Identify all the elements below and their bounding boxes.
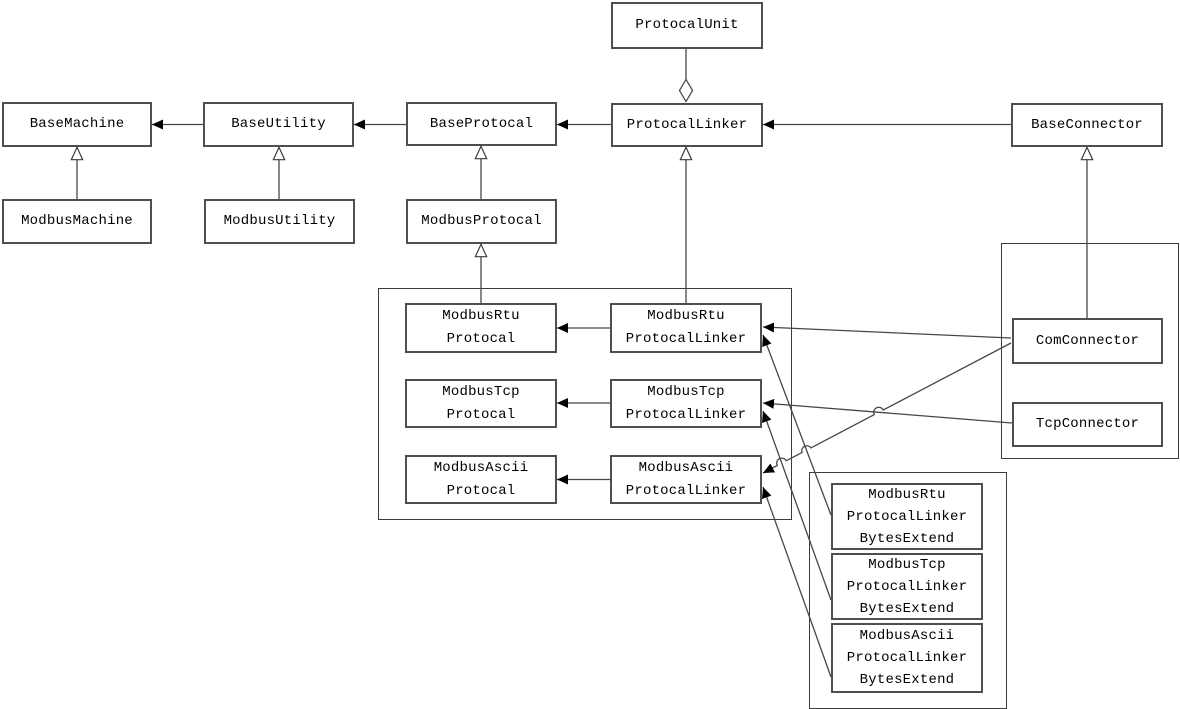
class-label-protocal-unit: ProtocalUnit <box>635 17 739 33</box>
class-box-modbus-utility: ModbusUtility <box>204 199 355 244</box>
class-label-modbus-utility: ModbusUtility <box>223 213 336 229</box>
class-label-modbus-rtu-protocal-linker-bytes-extend: ModbusRtu ProtocalLinker BytesExtend <box>846 486 968 547</box>
class-box-protocal-linker: ProtocalLinker <box>611 103 763 147</box>
class-label-modbus-ascii-protocal: ModbusAscii Protocal <box>433 459 529 499</box>
class-box-modbus-machine: ModbusMachine <box>2 199 152 244</box>
class-label-modbus-machine: ModbusMachine <box>21 213 133 229</box>
edge-comconnector-to-rtulinker <box>762 322 1012 339</box>
class-label-modbus-rtu-protocal-linker: ModbusRtu ProtocalLinker <box>625 308 747 347</box>
class-box-modbus-tcp-protocal: ModbusTcp Protocal <box>405 379 557 428</box>
class-label-modbus-tcp-protocal-linker: ModbusTcp ProtocalLinker <box>625 383 747 423</box>
class-box-base-protocal: BaseProtocal <box>406 102 557 146</box>
class-box-base-machine: BaseMachine <box>2 102 152 147</box>
class-box-modbus-rtu-protocal-linker-bytes-extend: ModbusRtu ProtocalLinker BytesExtend <box>831 483 983 550</box>
class-label-base-utility: BaseUtility <box>231 116 326 132</box>
class-label-modbus-tcp-protocal: ModbusTcp Protocal <box>442 383 520 423</box>
class-box-modbus-rtu-protocal: ModbusRtu Protocal <box>405 303 557 353</box>
class-box-modbus-ascii-protocal-linker-bytes-extend: ModbusAscii ProtocalLinker BytesExtend <box>831 623 983 693</box>
class-box-com-connector: ComConnector <box>1012 318 1163 364</box>
class-box-modbus-tcp-protocal-linker-bytes-extend: ModbusTcp ProtocalLinker BytesExtend <box>831 553 983 620</box>
class-label-protocal-linker: ProtocalLinker <box>626 116 748 133</box>
class-box-tcp-connector: TcpConnector <box>1012 402 1163 447</box>
class-label-modbus-rtu-protocal: ModbusRtu Protocal <box>442 308 520 347</box>
class-box-protocal-unit: ProtocalUnit <box>611 2 763 49</box>
class-label-tcp-connector: TcpConnector <box>1035 416 1140 432</box>
aggregation-diamond <box>678 78 694 103</box>
class-box-modbus-ascii-protocal: ModbusAscii Protocal <box>405 455 557 504</box>
class-label-base-connector: BaseConnector <box>1031 116 1143 133</box>
class-box-modbus-tcp-protocal-linker: ModbusTcp ProtocalLinker <box>610 379 762 428</box>
class-label-modbus-tcp-protocal-linker-bytes-extend: ModbusTcp ProtocalLinker BytesExtend <box>846 556 968 617</box>
class-label-com-connector: ComConnector <box>1035 332 1140 349</box>
class-label-base-protocal: BaseProtocal <box>429 115 534 132</box>
edge-comconnector-to-asciilinker <box>762 342 1012 474</box>
class-box-base-utility: BaseUtility <box>203 102 354 147</box>
class-box-modbus-rtu-protocal-linker: ModbusRtu ProtocalLinker <box>610 303 762 353</box>
edge-tcpconnector-to-tcplinker <box>762 398 1013 424</box>
class-box-base-connector: BaseConnector <box>1011 103 1163 147</box>
class-box-modbus-protocal: ModbusProtocal <box>406 199 557 244</box>
class-label-modbus-protocal: ModbusProtocal <box>421 213 542 229</box>
class-label-base-machine: BaseMachine <box>29 116 125 132</box>
class-label-modbus-ascii-protocal-linker-bytes-extend: ModbusAscii ProtocalLinker BytesExtend <box>846 628 968 688</box>
class-label-modbus-ascii-protocal-linker: ModbusAscii ProtocalLinker <box>625 459 747 499</box>
class-box-modbus-ascii-protocal-linker: ModbusAscii ProtocalLinker <box>610 455 762 504</box>
